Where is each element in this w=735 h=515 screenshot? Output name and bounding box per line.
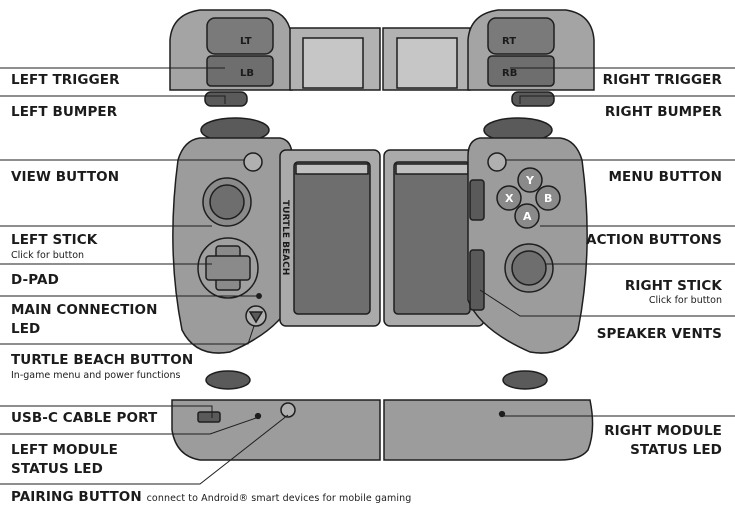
label-left-stick-sub: Click for button [11,250,85,261]
y-button-mark: Y [525,174,535,187]
label-left-stick: LEFT STICK [11,232,98,248]
b-button-mark: B [544,192,552,205]
leader-lines [0,67,735,485]
a-button-mark: A [523,210,532,223]
right-module-top-view [382,9,595,107]
label-view-button: VIEW BUTTON [11,169,120,185]
label-pairing-button-sub: connect to Android® smart devices for mo… [146,493,412,504]
left-module-bottom-view [171,370,381,461]
label-dpad: D-PAD [11,272,59,288]
label-right-stick: RIGHT STICK [624,278,722,294]
label-left-module-led-1: LEFT MODULE [11,442,118,458]
label-left-bumper: LEFT BUMPER [11,104,118,120]
rt-mark: RT [502,36,516,47]
right-module-front-view [383,117,588,354]
label-turtle-beach-button-sub: In-game menu and power functions [11,370,181,381]
label-right-module-led-2: STATUS LED [630,442,722,458]
lb-mark: LB [240,68,254,79]
label-left-trigger: LEFT TRIGGER [11,72,120,88]
label-usbc-port: USB-C CABLE PORT [11,410,158,426]
label-main-connection-led-1: MAIN CONNECTION [11,302,158,318]
right-module-bottom-view [383,370,594,461]
lt-mark: LT [240,36,252,47]
label-action-buttons: ACTION BUTTONS [586,232,722,248]
label-right-stick-sub: Click for button [648,295,722,306]
rb-mark: RB [502,68,517,79]
label-left-module-led-2: STATUS LED [11,461,103,477]
label-pairing-button-text: PAIRING BUTTON [11,489,142,505]
label-speaker-vents: SPEAKER VENTS [596,326,722,342]
label-right-bumper: RIGHT BUMPER [604,104,722,120]
label-pairing-button: PAIRING BUTTON connect to Android® smart… [11,489,411,507]
label-right-trigger: RIGHT TRIGGER [602,72,722,88]
label-turtle-beach-button: TURTLE BEACH BUTTON [11,352,194,368]
brand-mark: TURTLE BEACH [280,200,290,275]
left-module-top-view [169,9,381,107]
label-main-connection-led-2: LED [11,321,41,337]
left-module-front-view [172,117,381,354]
x-button-mark: X [505,192,514,205]
label-menu-button: MENU BUTTON [608,169,722,185]
label-right-module-led-1: RIGHT MODULE [604,423,722,439]
